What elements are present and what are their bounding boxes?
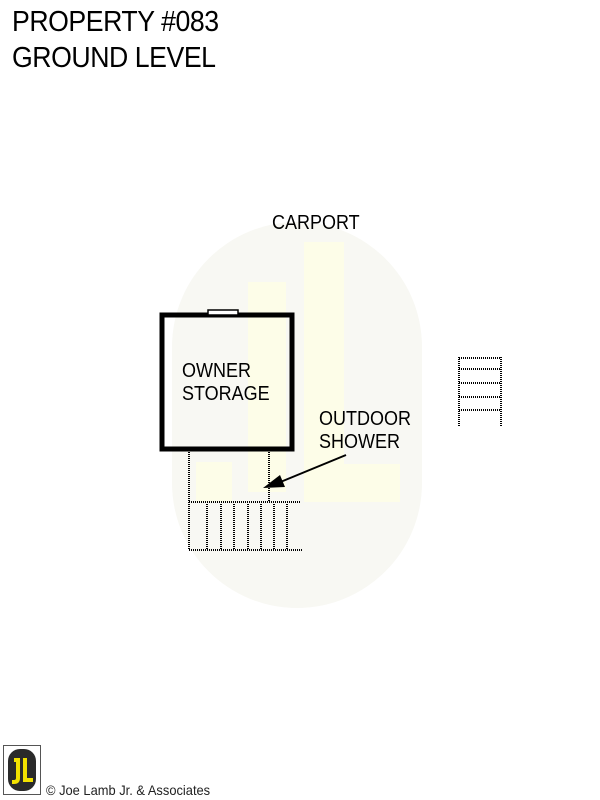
owner-storage-room <box>159 309 295 452</box>
owner-storage-label-line2: STORAGE <box>182 383 270 405</box>
company-logo <box>3 745 41 795</box>
copyright-text: © Joe Lamb Jr. & Associates <box>46 782 211 798</box>
door-opening <box>207 309 239 316</box>
exterior-stairs <box>458 357 502 426</box>
deck-stairs <box>188 452 302 551</box>
property-title: PROPERTY #083 <box>12 6 219 38</box>
carport-label: CARPORT <box>272 212 360 234</box>
jl-logo-icon <box>8 749 36 791</box>
outdoor-shower-label-line2: SHOWER <box>319 431 400 453</box>
outdoor-shower-label-line1: OUTDOOR <box>319 408 411 430</box>
level-title: GROUND LEVEL <box>12 42 216 74</box>
shower-pointer-arrow <box>263 454 347 488</box>
owner-storage-label-line1: OWNER <box>182 360 252 382</box>
